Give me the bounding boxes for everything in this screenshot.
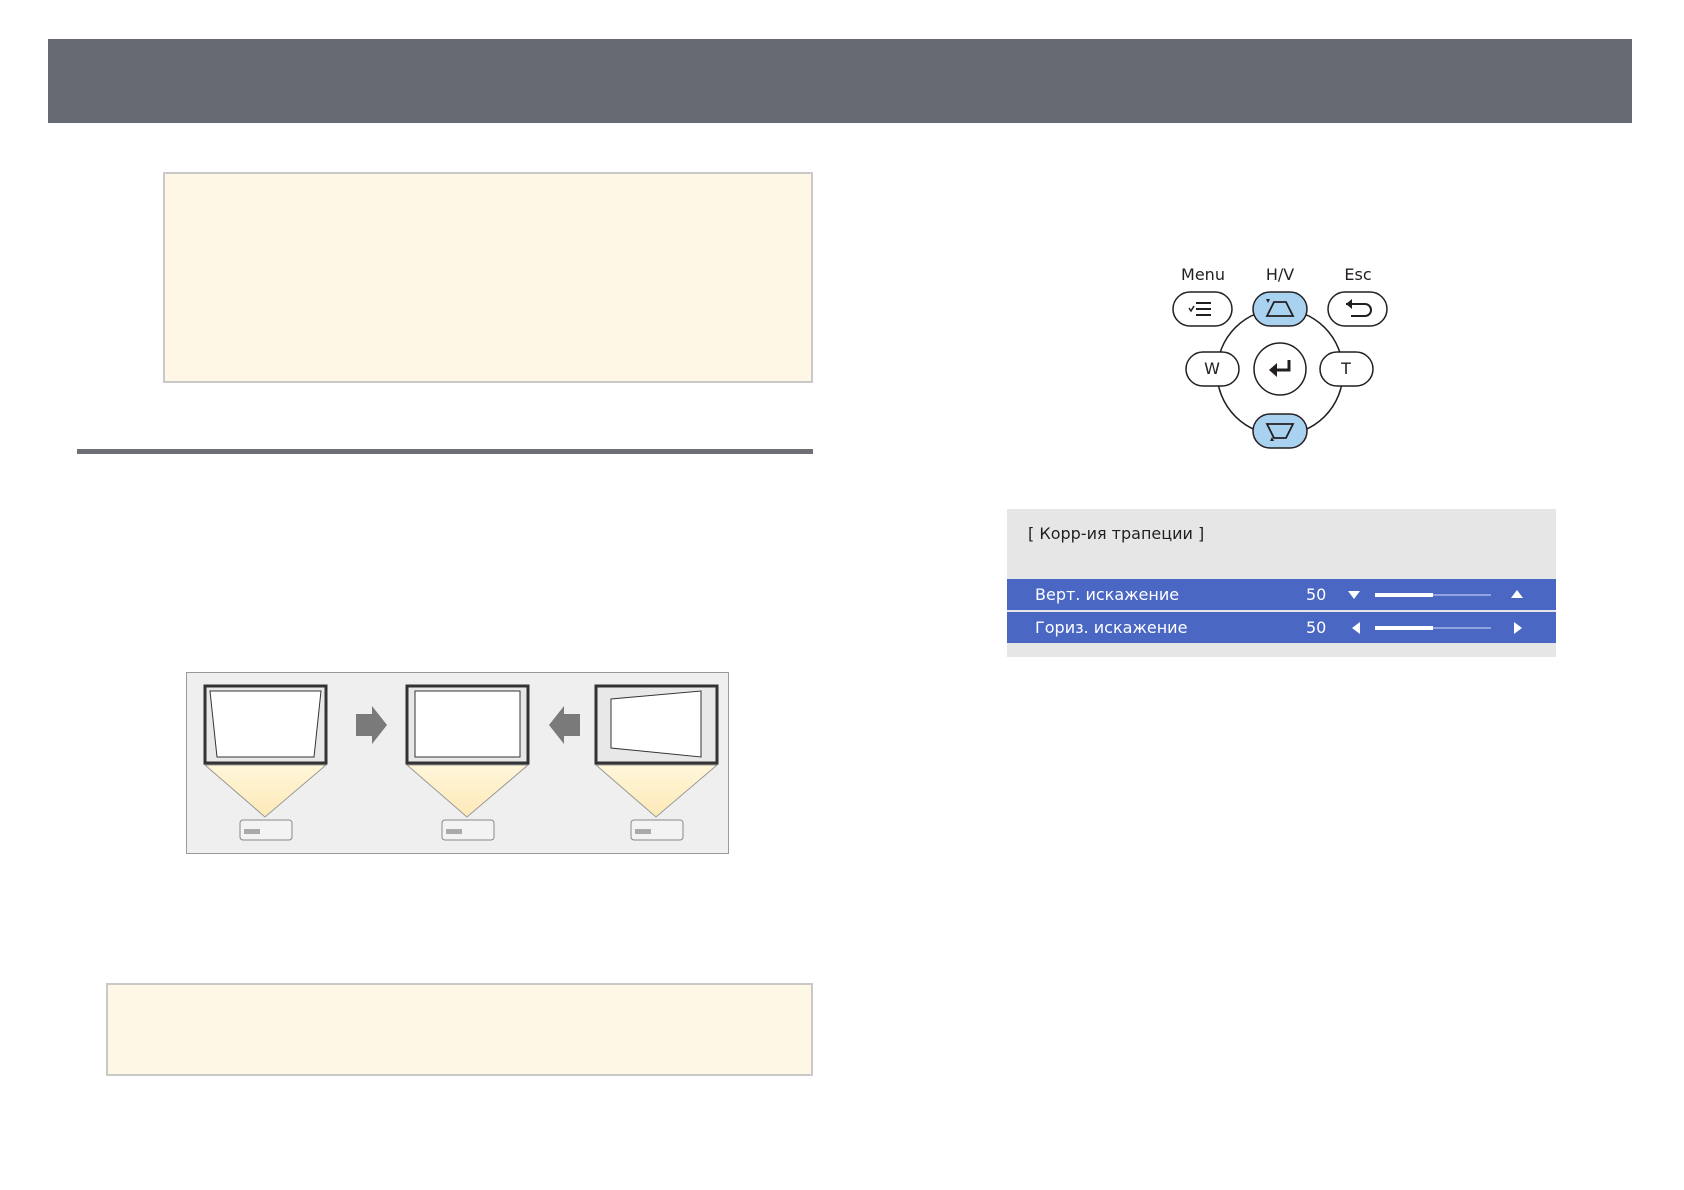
keystone-down-button[interactable] <box>1253 414 1307 448</box>
menu-label: Menu <box>1168 265 1238 284</box>
horizontal-keystone-slider[interactable] <box>1375 627 1491 629</box>
esc-label: Esc <box>1323 265 1393 284</box>
triangle-left-icon[interactable] <box>1351 622 1361 634</box>
osd-title: [ Корр-ия трапеции ] <box>1028 524 1204 543</box>
w-label: W <box>1177 359 1247 378</box>
vertical-keystone-slider[interactable] <box>1375 594 1491 596</box>
hv-keystone-up-button[interactable] <box>1253 292 1307 326</box>
section-divider <box>77 449 813 454</box>
header-bar <box>48 39 1632 123</box>
hv-label: H/V <box>1245 265 1315 284</box>
horizontal-keystone-row[interactable]: Гориз. искажение 50 <box>1007 612 1556 643</box>
corrected-screen <box>407 686 528 763</box>
vertical-keystone-label: Верт. искажение <box>1035 585 1179 604</box>
projector-icon <box>631 820 683 840</box>
keystone-osd-menu: [ Корр-ия трапеции ] Верт. искажение 50 … <box>1007 509 1556 657</box>
t-label: T <box>1311 359 1381 378</box>
remote-control-diagram: Menu H/V Esc W T <box>1160 262 1400 458</box>
note-box-bottom <box>106 983 813 1076</box>
triangle-right-icon[interactable] <box>1513 622 1523 634</box>
slider-fill <box>1375 626 1433 630</box>
keystone-illustration <box>186 672 729 854</box>
keystone-distorted-screen <box>205 686 326 763</box>
note-box-top <box>163 172 813 383</box>
projector-icon <box>442 820 494 840</box>
esc-button[interactable] <box>1328 292 1387 326</box>
triangle-down-icon[interactable] <box>1348 590 1360 600</box>
projector-icon <box>240 820 292 840</box>
vertical-keystone-row[interactable]: Верт. искажение 50 <box>1007 579 1556 610</box>
horizontal-distorted-screen <box>596 686 717 763</box>
slider-fill <box>1375 593 1433 597</box>
horizontal-keystone-label: Гориз. искажение <box>1035 618 1187 637</box>
vertical-keystone-value: 50 <box>1306 585 1326 604</box>
horizontal-keystone-value: 50 <box>1306 618 1326 637</box>
triangle-up-icon[interactable] <box>1511 589 1523 599</box>
